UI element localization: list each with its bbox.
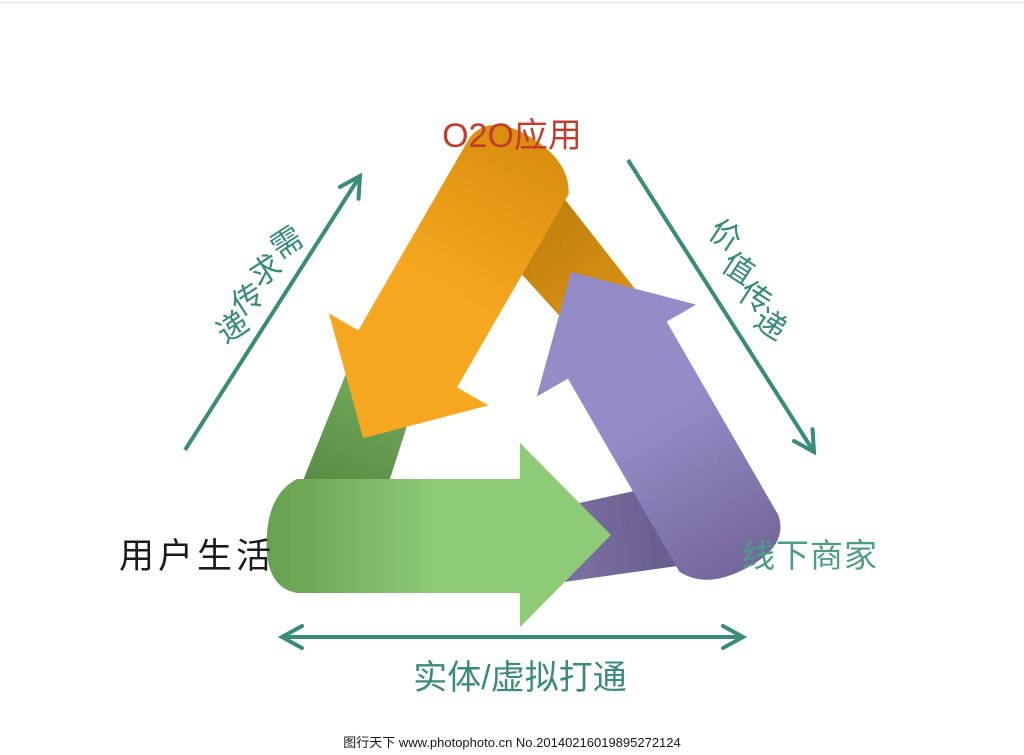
- green-arrow-head-overlap: [495, 443, 611, 627]
- recycle-triangle: [266, 93, 823, 651]
- guide-arrows: [183, 158, 817, 650]
- diagram-title: O2O应用: [442, 117, 582, 155]
- node-offline-merchant: 线下商家: [742, 537, 878, 574]
- value-flow-arrow: [626, 158, 817, 456]
- demand-flow-arrow: [183, 172, 363, 452]
- node-user-life: 用户生活: [119, 537, 276, 576]
- top-divider: [0, 2, 1024, 3]
- edge-label-physical-virtual: 实体/虚拟打通: [413, 659, 627, 697]
- watermark: 图行天下 www.photophoto.cn No.20140216019895…: [343, 735, 681, 750]
